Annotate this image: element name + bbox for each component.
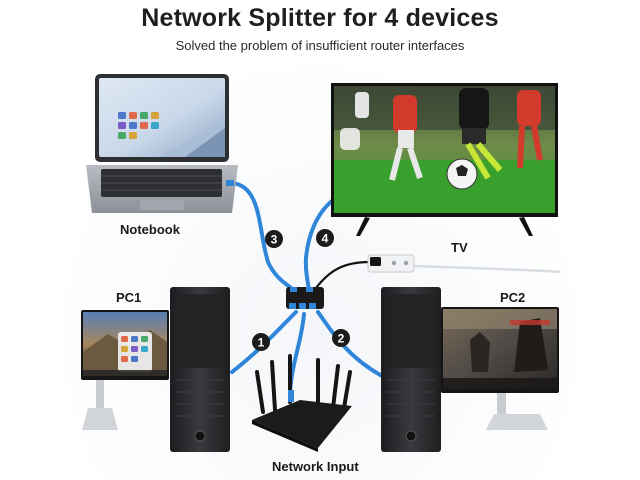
badge-1-number: 1	[258, 336, 265, 350]
tv-label: TV	[451, 240, 468, 255]
power-strip	[367, 254, 415, 273]
port-badges: 3 4 1 2	[252, 229, 350, 351]
badge-4-icon: 4	[316, 229, 334, 247]
pc1-app-grid	[118, 332, 152, 372]
wifi-router	[252, 354, 352, 452]
pc2-tower	[381, 287, 441, 452]
tv-set	[331, 83, 558, 236]
cable-4	[303, 198, 335, 292]
cable-input	[288, 312, 306, 394]
network-splitter	[286, 287, 324, 309]
badge-2-icon: 2	[332, 329, 350, 347]
cable-3	[230, 181, 298, 294]
page-title: Network Splitter for 4 devices	[141, 4, 499, 32]
notebook-label: Notebook	[120, 222, 180, 237]
badge-3-number: 3	[271, 233, 278, 247]
cable-2	[316, 310, 384, 378]
laptop-app-icons	[118, 112, 159, 139]
pc1-monitor	[81, 310, 169, 430]
soccer-players	[340, 88, 543, 181]
network-input-label: Network Input	[272, 459, 359, 474]
pc2-monitor	[441, 307, 559, 430]
page-subtitle: Solved the problem of insufficient route…	[175, 38, 465, 53]
power-strip-cord	[413, 264, 561, 274]
badge-3-icon: 3	[265, 230, 283, 248]
badge-1-icon: 1	[252, 333, 270, 351]
pc2-label: PC2	[500, 290, 526, 305]
pc1-tower	[170, 287, 230, 452]
notebook-laptop	[86, 74, 238, 213]
pc1-label: PC1	[116, 290, 142, 305]
badge-2-number: 2	[338, 332, 345, 346]
badge-4-number: 4	[322, 232, 329, 246]
